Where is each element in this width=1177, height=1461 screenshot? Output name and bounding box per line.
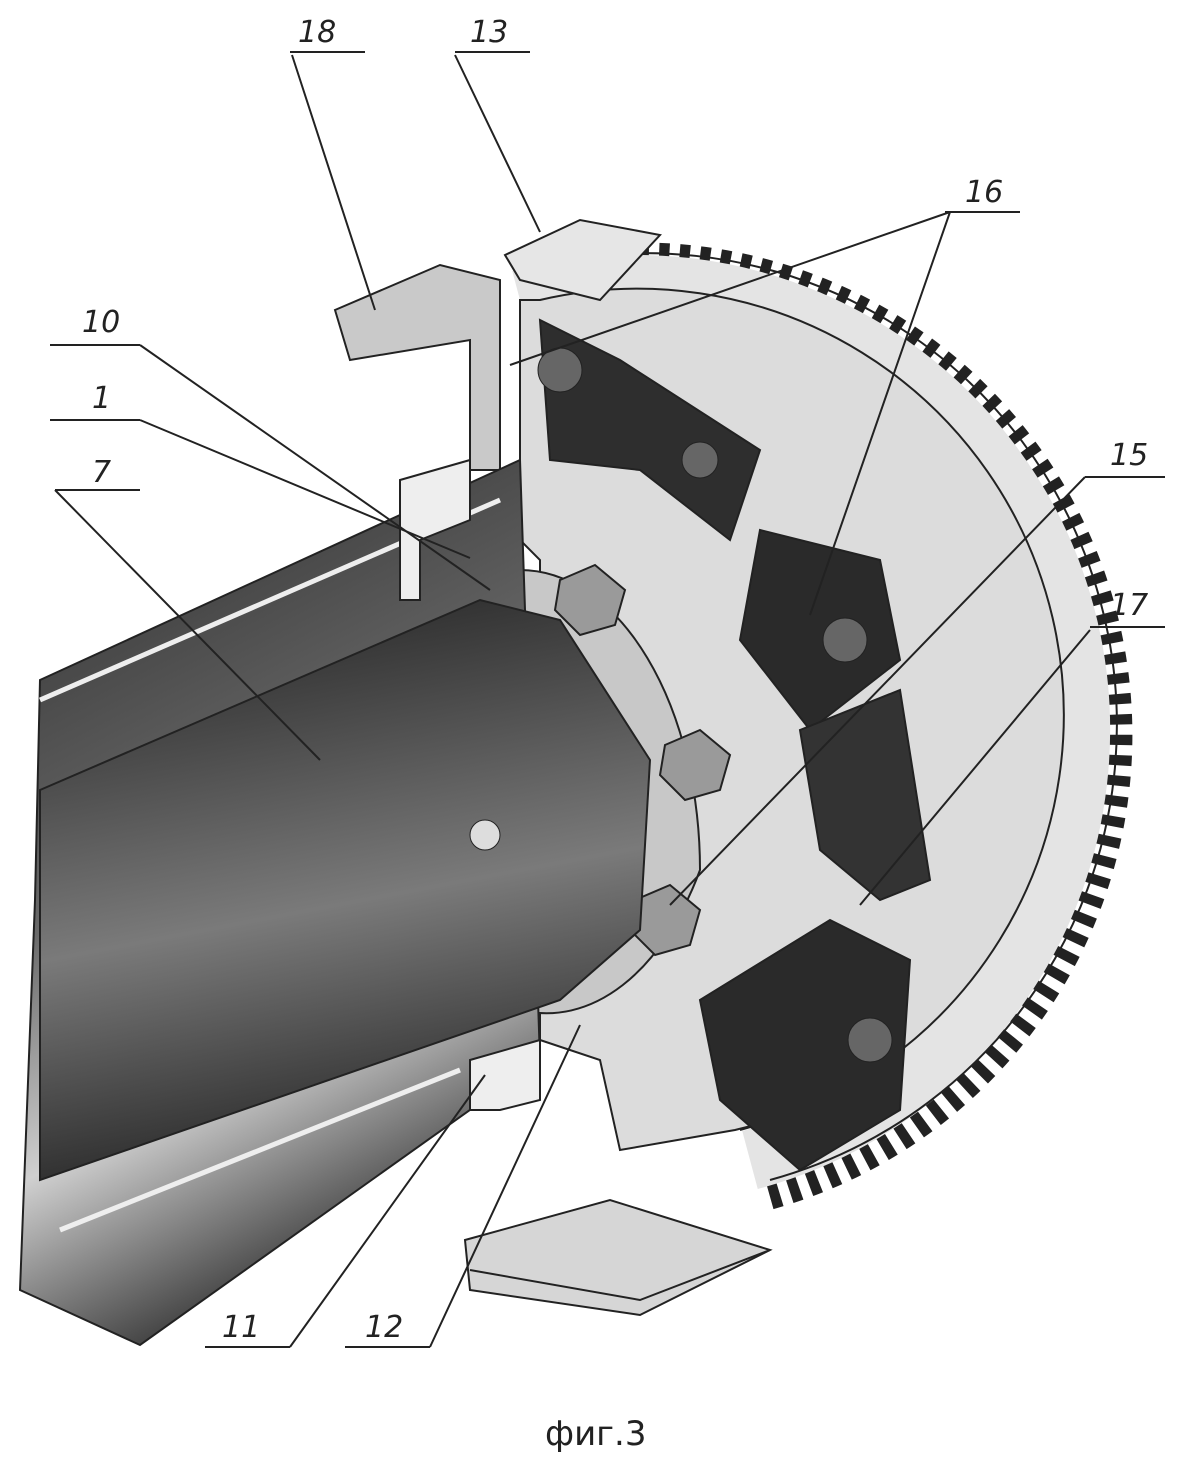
lower-flange [465,1200,770,1315]
figure-caption: фиг.3 [545,1414,646,1454]
label-18: 18 [298,15,336,50]
label-12: 12 [365,1310,403,1345]
label-15: 15 [1110,438,1148,473]
label-17: 17 [1110,588,1148,623]
label-16: 16 [965,175,1003,210]
label-11: 11 [222,1310,260,1345]
label-7: 7 [92,455,111,490]
label-13: 13 [470,15,508,50]
label-10: 10 [82,305,120,340]
label-1: 1 [92,381,111,416]
